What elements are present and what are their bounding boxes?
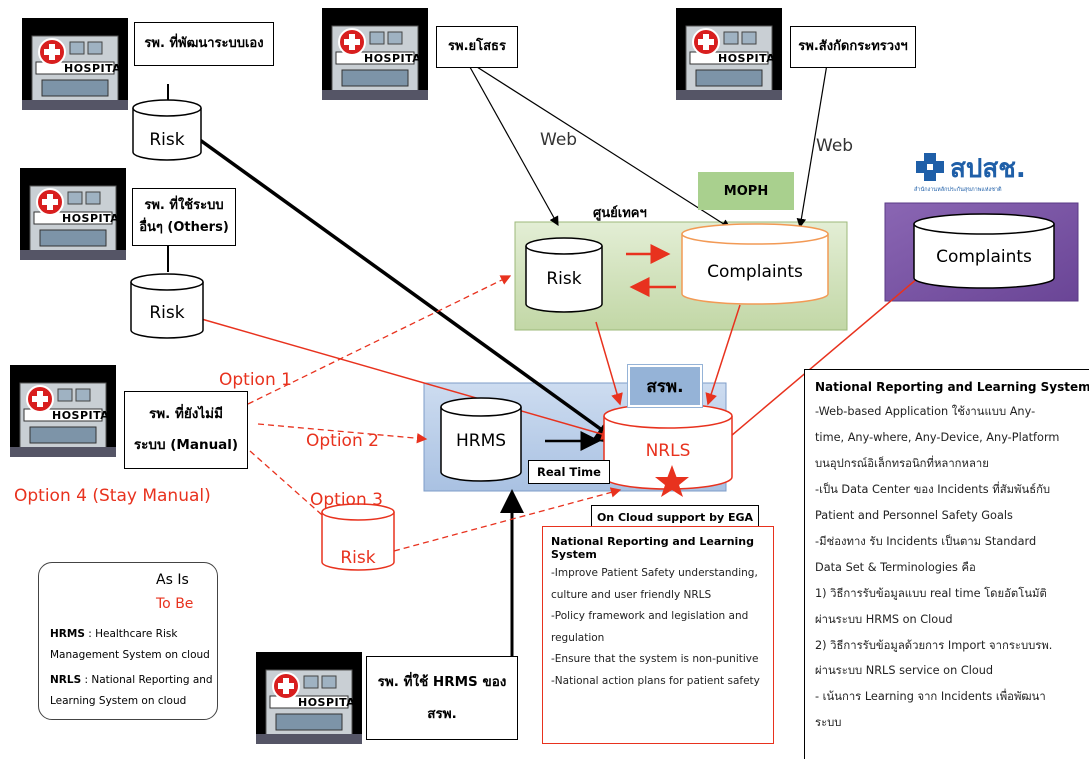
legend-hrms-definition: HRMS : Healthcare Risk Management System… — [50, 628, 210, 661]
hospital-building-icon — [676, 8, 782, 100]
legend-nrls-definition: NRLS : National Reporting and Learning S… — [50, 674, 213, 707]
web-label: Web — [540, 130, 578, 150]
hospital-building-icon — [322, 8, 428, 100]
hospital-sign: HOSPITAL — [718, 52, 783, 65]
nrls-description-line: Data Set & Terminologies คือ — [815, 560, 976, 574]
risk-db-label: Risk — [340, 548, 376, 568]
option3-arrow — [249, 450, 331, 523]
hospital-building-icon — [10, 365, 116, 457]
nrls-goals-line: culture and user friendly NRLS — [551, 588, 712, 601]
risk-database-icon — [132, 99, 202, 161]
nhso-logo-subtitle: สำนักงานหลักประกันสุขภาพแห่งชาติ — [914, 187, 1002, 193]
hospital-sign: HOSPITAL — [364, 52, 429, 65]
option-4-label: Option 4 (Stay Manual) — [14, 486, 211, 506]
to-be-arrow — [710, 277, 919, 453]
star-icon — [655, 465, 689, 497]
nrls-db-label: NRLS — [645, 441, 691, 461]
risk-db-label: Risk — [149, 130, 185, 150]
nrls-description-line: 1) วิธีการรับข้อมูลแบบ real time โดยอัตโ… — [815, 586, 1047, 600]
to-be-arrow — [595, 321, 623, 406]
hospital-label-self-developed: รพ. ที่พัฒนาระบบเอง — [134, 22, 274, 66]
hospital-sign: HOSPITAL — [298, 696, 363, 709]
hrms-db-label: HRMS — [455, 431, 507, 451]
nrls-description-line: time, Any-where, Any-Device, Any-Platfor… — [815, 430, 1060, 444]
hospital-building-icon — [20, 168, 126, 260]
nrls-description-line: ระบบ — [815, 716, 842, 730]
nrls-description-line: Patient and Personnel Safety Goals — [815, 508, 1013, 522]
risk-database-icon — [525, 237, 603, 313]
nrls-description-line: -มีช่องทาง รับ Incidents เป็นตาม Standar… — [815, 534, 1037, 548]
complaints-db-label: Complaints — [707, 262, 803, 282]
as-is-arrow — [198, 138, 623, 446]
nrls-goals-line: -Improve Patient Safety understanding, — [551, 567, 758, 579]
complaints-database-icon — [681, 223, 829, 305]
nrls-description-line: - เน้นการ Learning จาก Incidents เพื่อพั… — [815, 690, 1046, 704]
hospital-sign: HOSPITAL — [64, 62, 129, 75]
option1-arrow — [247, 275, 512, 405]
legend-to-be-label: To Be — [156, 596, 194, 612]
option-3-label: Option 3 — [310, 490, 383, 510]
to-be-arrow — [705, 304, 741, 406]
nrls-description-line: -Web-based Application ใช้งานแบบ Any- — [815, 404, 1036, 418]
hospital-building-icon — [256, 652, 362, 744]
nhso-logo-icon — [916, 153, 944, 181]
hospital-label-ministry: รพ.สังกัดกระทรวงฯ — [790, 26, 916, 68]
nrls-goals-line: regulation — [551, 631, 605, 644]
nrls-description-line: ผ่านระบบ HRMS on Cloud — [815, 612, 953, 626]
hospital-label-manual: รพ. ที่ยังไม่มีระบบ (Manual) — [124, 391, 248, 469]
hospital-label-others: รพ. ที่ใช้ระบบอื่นๆ (Others) — [132, 188, 236, 246]
hospital-label-yasothon: รพ.ยโสธร — [436, 26, 518, 68]
moph-badge: MOPH — [698, 172, 794, 210]
complaints-database-icon — [913, 213, 1055, 289]
risk-db-label: Risk — [149, 303, 185, 323]
nrls-goals-title: National Reporting and Learning System — [551, 535, 755, 561]
nrls-description-line: -เป็น Data Center ของ Incidents ที่สัมพั… — [815, 482, 1051, 496]
hospital-sign: HOSPITAL — [62, 212, 127, 225]
legend-as-is-label: As Is — [156, 572, 189, 588]
option-2-label: Option 2 — [306, 431, 379, 451]
web-arrow — [465, 59, 559, 227]
risk-database-icon — [321, 503, 395, 571]
legend-box — [38, 562, 218, 720]
risk-database-icon — [130, 273, 204, 339]
complaints-db-label: Complaints — [936, 247, 1032, 267]
center-title: ศูนย์เทคฯ — [593, 206, 647, 221]
nrls-description-box: National Reporting and Learning System -… — [804, 369, 1089, 759]
web-label: Web — [816, 136, 854, 156]
cloud-label: On Cloud support by EGA — [591, 505, 759, 529]
web-arrow — [796, 57, 829, 229]
risk-db-label: Risk — [546, 269, 582, 289]
nrls-goals-box: National Reporting and Learning System -… — [542, 526, 774, 744]
hospital-sign: HOSPITAL — [52, 409, 117, 422]
option-1-label: Option 1 — [219, 370, 292, 390]
option2-arrow — [257, 423, 428, 444]
nrls-goals-line: -Policy framework and legislation and — [551, 610, 749, 623]
nrls-goals-line: -National action plans for patient safet… — [551, 674, 760, 687]
nrls-description-line: บนอุปกรณ์อิเล็กทรอนิกที่หลากหลาย — [815, 456, 989, 470]
option3-to-nrls-arrow — [393, 487, 622, 552]
hospital-building-icon — [22, 18, 128, 110]
nrls-description-title: National Reporting and Learning System — [815, 380, 1089, 394]
hospital-label-hrms-user: รพ. ที่ใช้ HRMS ของสรพ. — [366, 656, 518, 740]
web-arrow — [465, 59, 732, 229]
nhso-logo-text: สปสช. — [950, 154, 1026, 184]
nrls-description-line: ผ่านระบบ NRLS service on Cloud — [815, 664, 994, 678]
nrls-description-line: 2) วิธีการรับข้อมูลด้วยการ Import จากระบ… — [815, 638, 1053, 652]
to-be-arrow — [197, 317, 614, 440]
ha-badge: สรพ. — [627, 364, 703, 408]
nrls-goals-line: -Ensure that the system is non-punitive — [551, 653, 759, 666]
hrms-database-icon — [440, 397, 522, 482]
realtime-label: Real Time — [528, 460, 610, 484]
